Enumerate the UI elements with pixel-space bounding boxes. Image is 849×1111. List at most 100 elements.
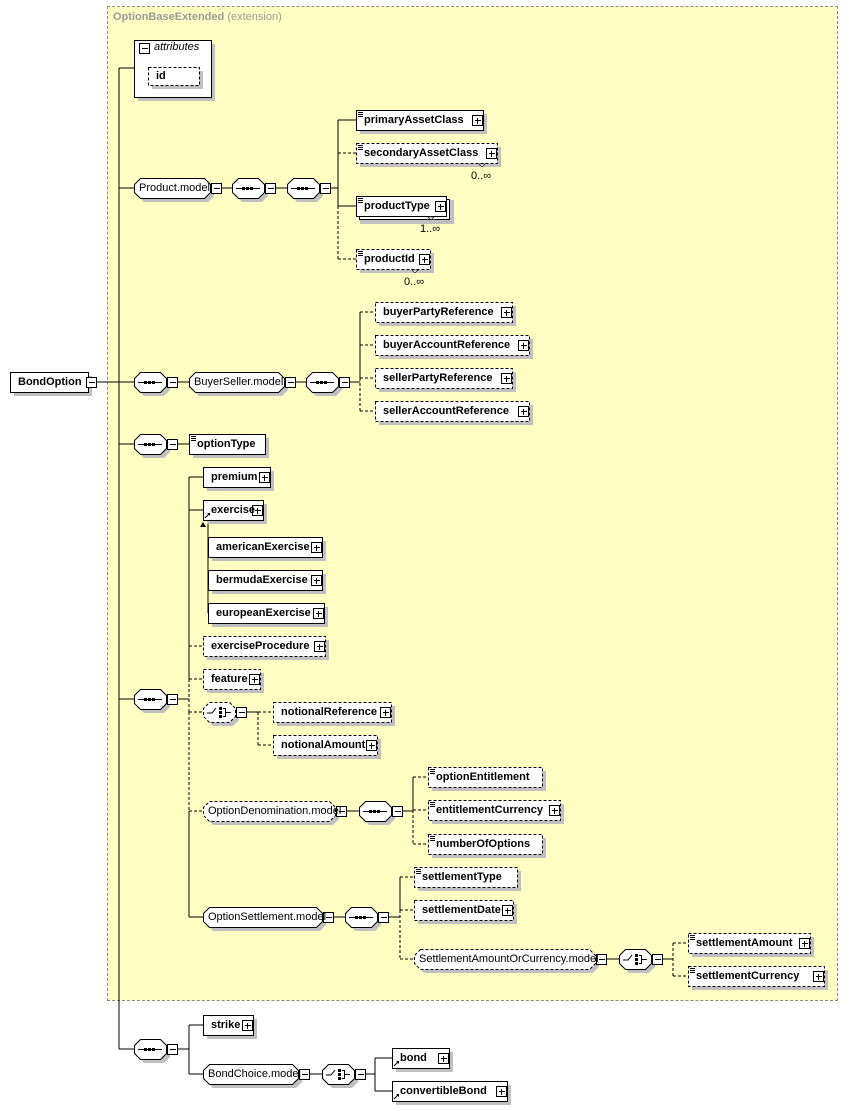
element-buyeraccountreference[interactable]: [375, 335, 530, 356]
choice-icon: [338, 1077, 341, 1080]
element-label: optionEntitlement: [436, 771, 530, 783]
extension-arrow-icon: [200, 522, 206, 527]
reference-arrow-icon: [204, 513, 210, 519]
sequence-icon: [152, 381, 155, 384]
element-settlementcurrency[interactable]: [688, 966, 825, 987]
element-producttype[interactable]: [356, 196, 447, 217]
element-secondaryassetclass[interactable]: [356, 143, 498, 164]
model-group-label: SettlementAmountOrCurrency.model: [419, 953, 599, 965]
element-strike[interactable]: [203, 1015, 254, 1036]
element-settlementamount[interactable]: [688, 933, 811, 954]
element-sellerpartyreference[interactable]: [375, 368, 513, 389]
element-feature[interactable]: [203, 669, 261, 690]
element-entitlementcurrency[interactable]: [428, 800, 561, 821]
model-group-label: OptionDenomination.model: [208, 805, 342, 817]
cardinality-label: 1..∞: [420, 223, 441, 235]
element-label: bermudaExercise: [216, 574, 308, 586]
element-convertiblebond[interactable]: [392, 1081, 508, 1102]
element-label: productType: [364, 200, 430, 212]
reference-arrow-icon: [207, 513, 210, 516]
choice-icon: [635, 962, 638, 965]
model-group-label: BondChoice.model: [208, 1068, 301, 1080]
attributes-label: attributes: [154, 41, 200, 53]
model-group-label: OptionSettlement.model: [208, 911, 327, 923]
sequence-icon: [316, 381, 319, 384]
sequence-icon: [359, 916, 362, 919]
element-productid[interactable]: [356, 249, 431, 270]
element-label: productId: [364, 253, 415, 265]
sequence-icon: [324, 381, 327, 384]
model-group-label: BuyerSeller.model: [194, 376, 284, 388]
reference-arrow-icon: [396, 1094, 399, 1097]
choice-icon: [219, 711, 222, 714]
sequence-icon: [242, 187, 245, 190]
element-exercise[interactable]: [203, 500, 264, 521]
element-optiontype[interactable]: [189, 434, 266, 455]
choice-icon: [219, 715, 222, 718]
element-optionentitlement[interactable]: [428, 767, 543, 788]
model-group-label: Product.model: [139, 182, 210, 194]
model-group-bondchoice-model[interactable]: [203, 1064, 299, 1085]
element-selleraccountreference[interactable]: [375, 401, 530, 422]
sequence-icon: [144, 698, 147, 701]
attribute-id-label: id: [156, 70, 166, 82]
element-americanexercise[interactable]: [208, 537, 323, 558]
sequence-icon: [144, 381, 147, 384]
model-group-buyerseller-model[interactable]: [189, 372, 285, 393]
element-label: settlementCurrency: [696, 970, 800, 982]
element-label: optionType: [197, 438, 256, 450]
element-bermudaexercise[interactable]: [208, 570, 323, 591]
choice-icon: [338, 1069, 341, 1072]
element-europeanexercise[interactable]: [208, 603, 325, 624]
element-label: secondaryAssetClass: [364, 147, 479, 159]
sequence-icon: [246, 187, 249, 190]
element-notionalamount[interactable]: [273, 735, 378, 756]
sequence-icon: [152, 1048, 155, 1051]
element-numberofoptions[interactable]: [428, 834, 543, 855]
element-buyerpartyreference[interactable]: [375, 302, 513, 323]
element-label: numberOfOptions: [436, 838, 531, 850]
cardinality-marker: [411, 269, 419, 274]
element-notionalreference[interactable]: [273, 702, 392, 723]
model-group-optionsettlement-model[interactable]: [203, 907, 323, 928]
reference-arrow-icon: [393, 1094, 399, 1100]
reference-arrow-icon: [396, 1061, 399, 1064]
reference-arrow-icon: [393, 1061, 399, 1067]
element-label: settlementType: [422, 871, 502, 883]
choice-icon: [207, 707, 217, 714]
sequence-icon: [297, 187, 300, 190]
cardinality-label: 0..∞: [404, 276, 425, 288]
sequence-icon: [152, 443, 155, 446]
element-label: feature: [211, 673, 248, 685]
element-label: entitlementCurrency: [436, 804, 543, 816]
element-primaryassetclass[interactable]: [356, 110, 484, 131]
sequence-icon: [144, 1048, 147, 1051]
element-label: convertibleBond: [400, 1085, 487, 1097]
cardinality-marker: [427, 216, 435, 221]
choice-icon: [635, 958, 638, 961]
element-settlementdate[interactable]: [414, 900, 514, 921]
model-group-product-model[interactable]: [134, 178, 211, 199]
element-label: settlementDate: [422, 904, 501, 916]
element-label: primaryAssetClass: [364, 114, 464, 126]
sequence-icon: [363, 916, 366, 919]
element-label: strike: [211, 1019, 241, 1031]
element-exerciseprocedure[interactable]: [203, 636, 326, 657]
element-label: sellerAccountReference: [383, 405, 509, 417]
element-label: europeanExercise: [216, 607, 311, 619]
model-group-optiondenomination-model[interactable]: [203, 801, 336, 822]
element-settlementtype[interactable]: [414, 867, 518, 888]
element-label: notionalAmount: [281, 739, 366, 751]
element-label: exerciseProcedure: [211, 640, 310, 652]
sequence-icon: [148, 443, 151, 446]
choice-icon: [338, 1073, 341, 1076]
element-bond[interactable]: [392, 1048, 450, 1069]
sequence-icon: [144, 443, 147, 446]
element-label: premium: [211, 471, 258, 483]
element-premium[interactable]: [203, 467, 271, 488]
element-label: buyerAccountReference: [383, 339, 511, 351]
attribute-id-box[interactable]: [148, 67, 200, 86]
choice-icon: [635, 954, 638, 957]
model-group-settlementamountorcurrency-model[interactable]: [414, 949, 596, 970]
